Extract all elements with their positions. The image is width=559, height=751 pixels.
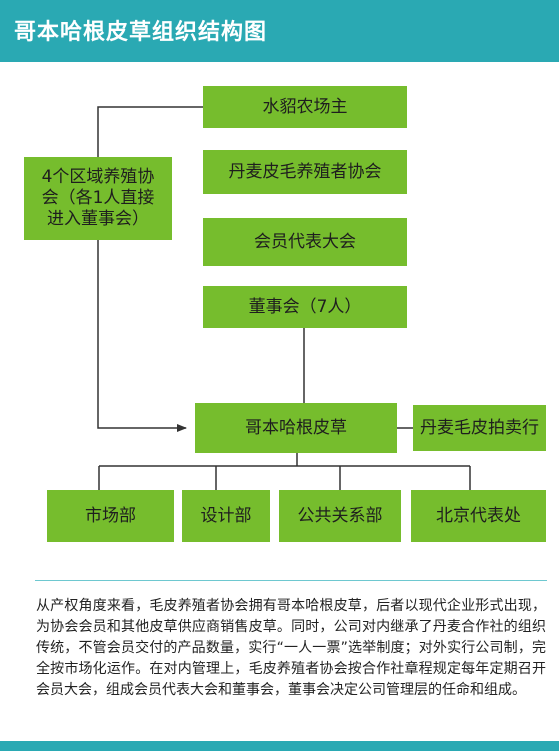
footer-bar: [0, 741, 559, 751]
node-members-assembly: 会员代表大会: [203, 218, 407, 266]
description-text: 从产权角度来看，毛皮养殖者协会拥有哥本哈根皮草，后者以现代企业形式出现，为协会会…: [36, 598, 546, 698]
node-mink-farmers: 水貂农场主: [203, 86, 407, 128]
node-fur-breeders-association: 丹麦皮毛养殖者协会: [203, 150, 407, 194]
node-kopenhagen-fur: 哥本哈根皮草: [195, 403, 397, 453]
header-bar: 哥本哈根皮草组织结构图: [0, 0, 559, 62]
node-dept-public-relations: 公共关系部: [279, 490, 401, 542]
page-title: 哥本哈根皮草组织结构图: [14, 20, 268, 45]
node-beijing-office: 北京代表处: [411, 490, 546, 542]
node-dept-marketing: 市场部: [47, 490, 174, 542]
line-farmers-to-regional: [97, 106, 203, 157]
node-regional-associations: 4个区域养殖协会（各1人直接进入董事会）: [24, 157, 172, 240]
section-divider: [35, 580, 547, 581]
node-auction-house: 丹麦毛皮拍卖行: [413, 405, 546, 451]
node-dept-design: 设计部: [182, 490, 270, 542]
node-board-of-directors: 董事会（7人）: [203, 286, 407, 328]
arrow-regional-to-kopenhagen: [97, 240, 187, 432]
